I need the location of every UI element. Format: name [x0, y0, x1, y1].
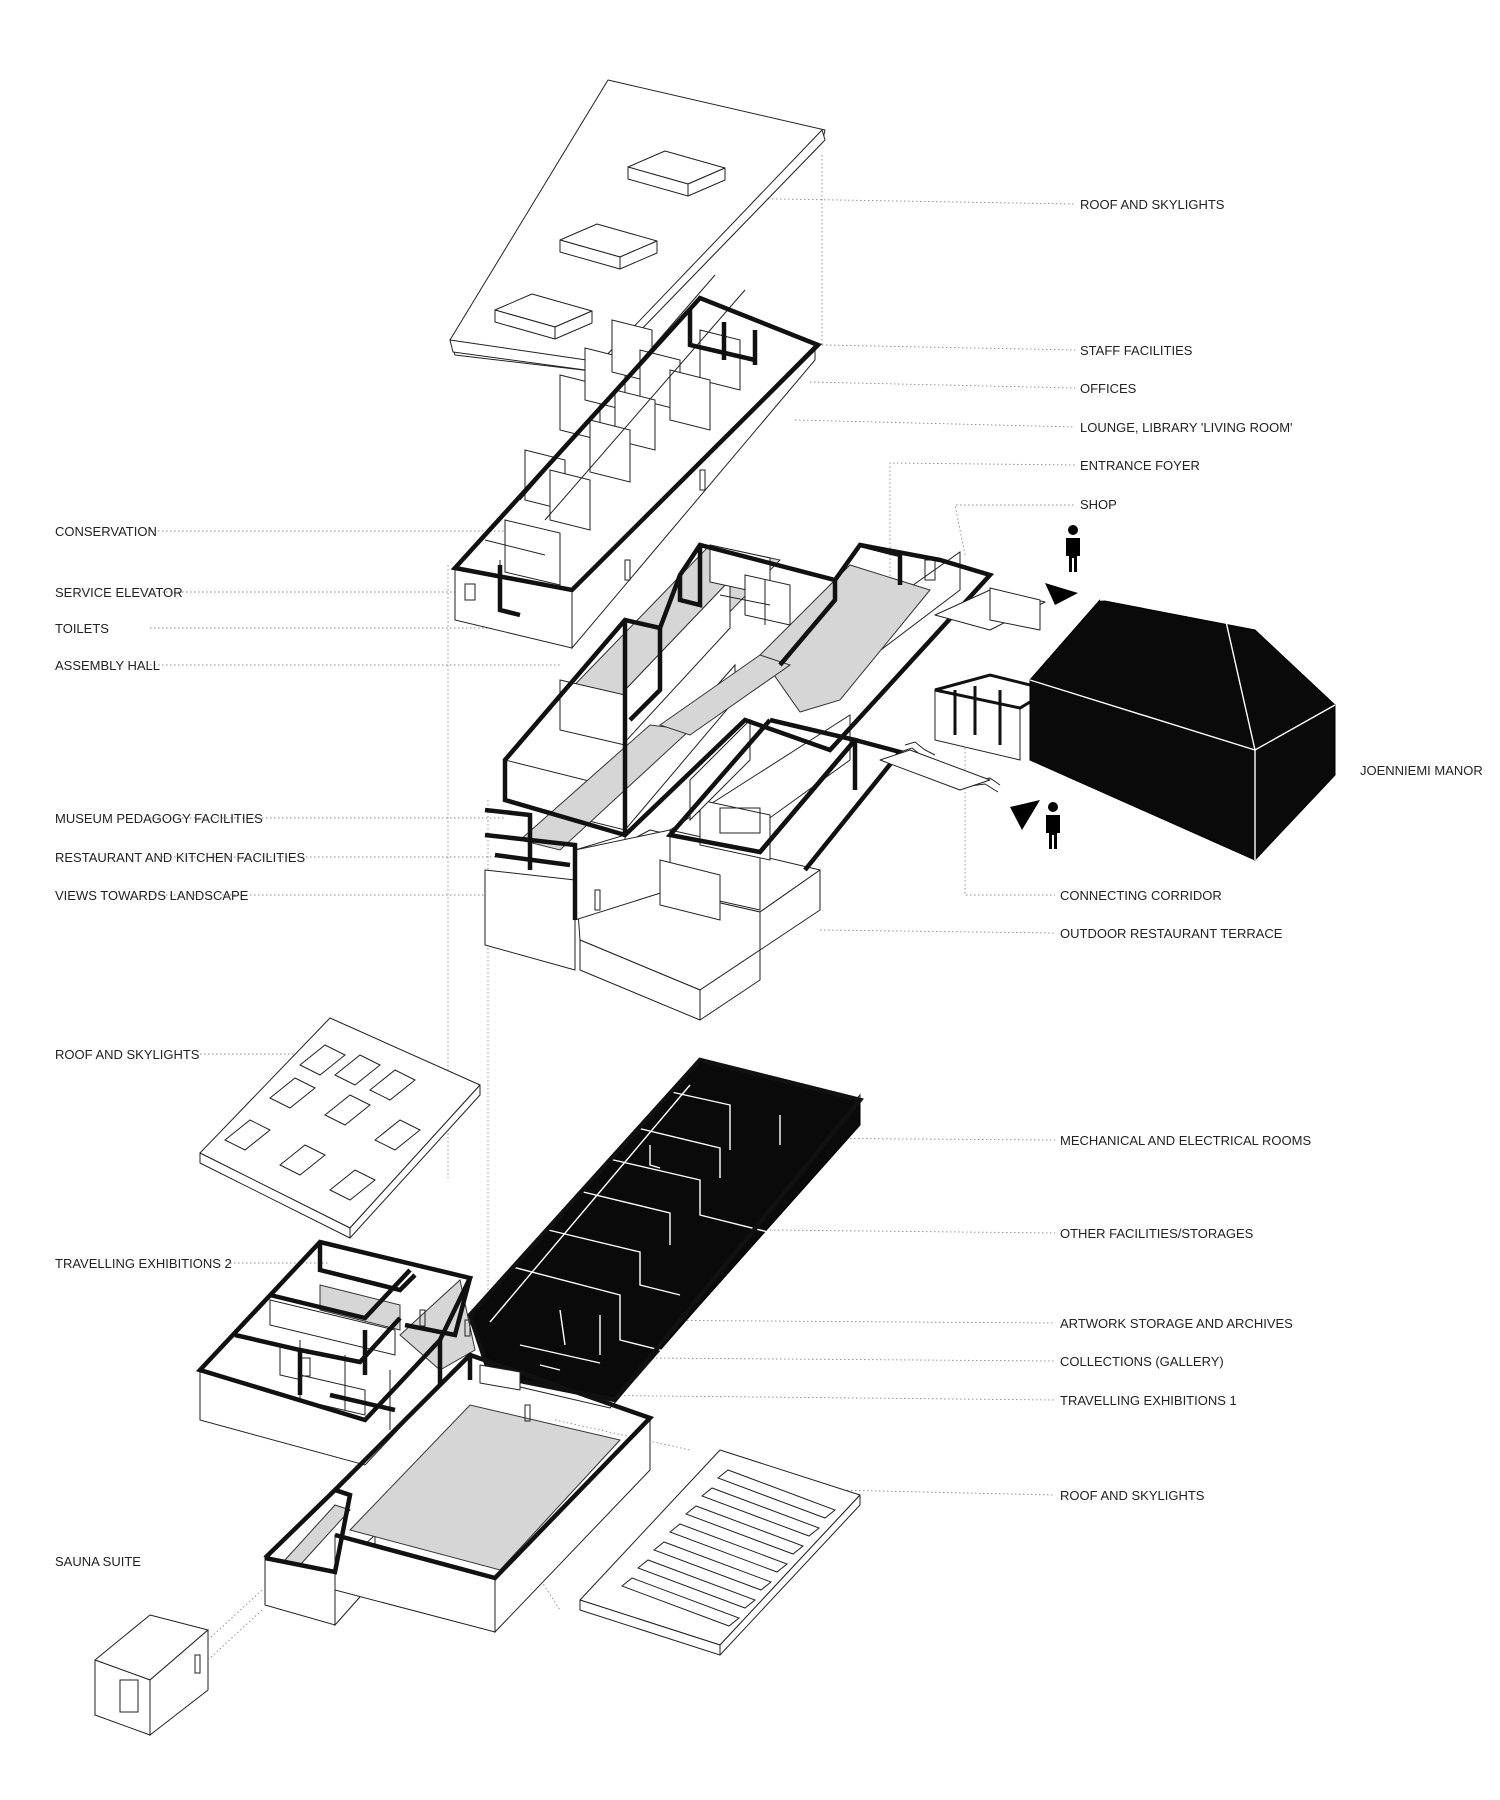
- label-service-elevator: SERVICE ELEVATOR: [55, 585, 183, 600]
- label-conservation: CONSERVATION: [55, 524, 157, 539]
- lower-right-roof-and-skylights: [579, 1449, 861, 1656]
- label-travelling-exhibitions-2: TRAVELLING EXHIBITIONS 2: [55, 1256, 232, 1271]
- label-outdoor-terrace: OUTDOOR RESTAURANT TERRACE: [1060, 926, 1283, 941]
- label-other-facilities: OTHER FACILITIES/STORAGES: [1060, 1226, 1254, 1241]
- label-travelling-exhibitions-1: TRAVELLING EXHIBITIONS 1: [1060, 1393, 1237, 1408]
- upper-roof-and-skylights: [449, 79, 826, 373]
- label-roof-top: ROOF AND SKYLIGHTS: [1080, 197, 1225, 212]
- sauna-suite: [94, 1589, 263, 1737]
- label-artwork-storage: ARTWORK STORAGE AND ARCHIVES: [1060, 1316, 1293, 1331]
- label-roof-lower-left: ROOF AND SKYLIGHTS: [55, 1047, 200, 1062]
- lower-floor-exhibitions: [195, 1057, 864, 1634]
- label-offices: OFFICES: [1080, 381, 1137, 396]
- upper-floor-offices: [450, 274, 823, 650]
- skylight: [494, 293, 593, 340]
- joenniemi-manor: [1029, 594, 1336, 861]
- label-mechanical-rooms: MECHANICAL AND ELECTRICAL ROOMS: [1060, 1133, 1311, 1148]
- label-entrance-foyer: ENTRANCE FOYER: [1080, 458, 1200, 473]
- label-restaurant-kitchen: RESTAURANT AND KITCHEN FACILITIES: [55, 850, 306, 865]
- label-roof-lower-right: ROOF AND SKYLIGHTS: [1060, 1488, 1205, 1503]
- label-connecting-corridor: CONNECTING CORRIDOR: [1060, 888, 1222, 903]
- label-sauna-suite: SAUNA SUITE: [55, 1554, 141, 1569]
- person-icon: [1046, 802, 1060, 849]
- label-collections: COLLECTIONS (GALLERY): [1060, 1354, 1224, 1369]
- label-toilets: TOILETS: [55, 621, 109, 636]
- entrance-floor: [484, 542, 1054, 1021]
- skylight: [559, 223, 658, 270]
- entry-marker-top: [1045, 525, 1080, 605]
- label-assembly-hall: ASSEMBLY HALL: [55, 658, 160, 673]
- label-museum-pedagogy: MUSEUM PEDAGOGY FACILITIES: [55, 811, 263, 826]
- label-shop: SHOP: [1080, 497, 1117, 512]
- lower-left-roof-and-skylights: [199, 1017, 481, 1239]
- diagram-labels: ROOF AND SKYLIGHTS STAFF FACILITIES OFFI…: [55, 197, 1483, 1569]
- label-views-landscape: VIEWS TOWARDS LANDSCAPE: [55, 888, 249, 903]
- label-lounge: LOUNGE, LIBRARY 'LIVING ROOM': [1080, 420, 1293, 435]
- label-staff-facilities: STAFF FACILITIES: [1080, 343, 1193, 358]
- skylight: [627, 150, 726, 197]
- entry-marker-bottom: [1010, 800, 1060, 849]
- label-joenniemi-manor: JOENNIEMI MANOR: [1360, 763, 1483, 778]
- person-icon: [1066, 525, 1080, 572]
- door-icon: [119, 1679, 139, 1713]
